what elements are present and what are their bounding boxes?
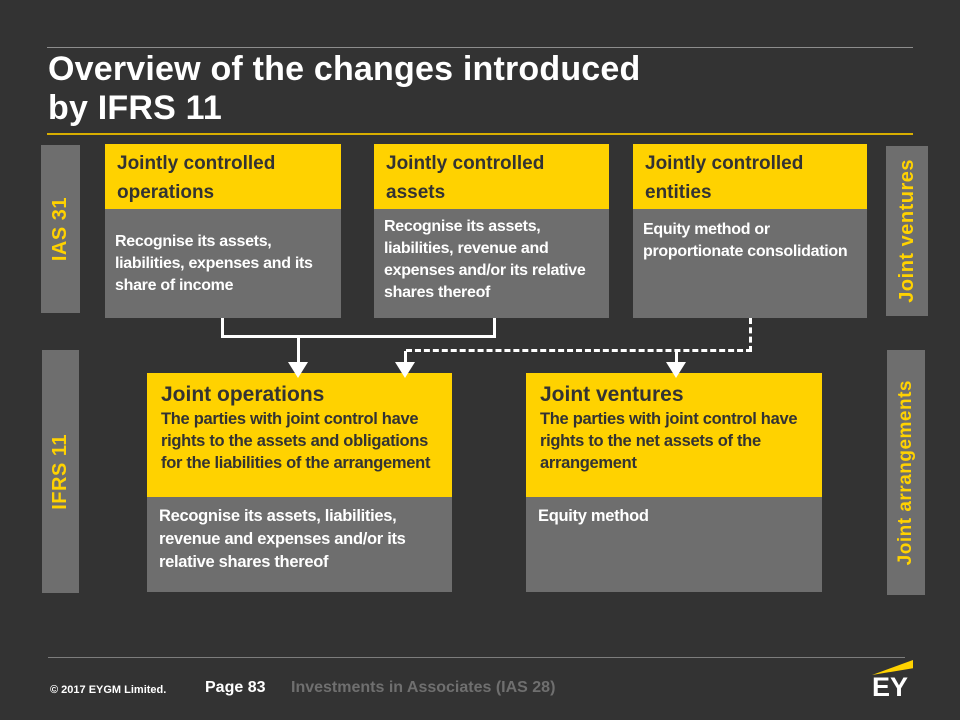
side-label-joint-ventures-text: Joint ventures (895, 159, 918, 303)
box-definition: Joint ventures The parties with joint co… (526, 373, 822, 497)
connector-solid-drop-left (221, 318, 224, 338)
box-title: Joint ventures (540, 383, 684, 406)
title-underline (47, 133, 913, 135)
box-jointly-controlled-assets: Jointly controlled assets Recognise its … (374, 144, 609, 318)
side-label-joint-arrangements: Joint arrangements (887, 350, 925, 595)
side-label-ifrs11: IFRS 11 (42, 350, 79, 593)
connector-solid-horizontal (221, 335, 496, 338)
box-header: Jointly controlled operations (105, 144, 341, 209)
side-label-joint-arrangements-text: Joint arrangements (895, 379, 916, 566)
footer-document-title: Investments in Associates (IAS 28) (291, 679, 556, 696)
box-body: Recognise its assets, liabilities, expen… (105, 209, 341, 318)
box-description: The parties with joint control have righ… (540, 410, 798, 472)
side-label-ias31-text: IAS 31 (49, 196, 71, 262)
connector-solid-drop-right (493, 318, 496, 338)
ey-logo: EY (870, 658, 922, 708)
connector-dashed-drop (749, 318, 752, 352)
footer-page-number: Page 83 (205, 679, 266, 696)
box-description: The parties with joint control have righ… (161, 410, 431, 472)
connector-dashed-arrow-stem-left (404, 351, 407, 364)
connector-solid-arrow-stem (297, 335, 300, 364)
box-body: Recognise its assets, liabilities, reven… (374, 209, 609, 318)
box-body: Recognise its assets, liabilities, reven… (147, 497, 452, 592)
ey-logo-text: EY (872, 672, 909, 702)
side-label-ias31: IAS 31 (41, 145, 80, 313)
header-top-rule (47, 47, 913, 48)
footer-rule (48, 657, 905, 658)
side-label-joint-ventures: Joint ventures (886, 146, 928, 316)
connector-dashed-horizontal (406, 349, 752, 352)
box-title: Joint operations (161, 383, 325, 406)
box-header: Jointly controlled assets (374, 144, 609, 209)
side-label-ifrs11-text: IFRS 11 (49, 433, 71, 510)
arrowhead-down-icon (666, 362, 686, 378)
box-body: Equity method (526, 497, 822, 592)
connector-dashed-arrow-stem-right (675, 351, 678, 364)
box-jointly-controlled-entities: Jointly controlled entities Equity metho… (633, 144, 867, 318)
box-header: Jointly controlled entities (633, 144, 867, 209)
box-joint-ventures: Joint ventures The parties with joint co… (526, 373, 822, 592)
box-body: Equity method or proportionate consolida… (633, 209, 867, 318)
box-definition: Joint operations The parties with joint … (147, 373, 452, 497)
arrowhead-down-icon (288, 362, 308, 378)
arrowhead-down-icon (395, 362, 415, 378)
page-title: Overview of the changes introduced by IF… (48, 50, 918, 128)
page-title-line2: by IFRS 11 (48, 89, 222, 127)
box-jointly-controlled-operations: Jointly controlled operations Recognise … (105, 144, 341, 318)
footer-copyright: © 2017 EYGM Limited. (50, 684, 167, 696)
page-title-line1: Overview of the changes introduced (48, 50, 641, 88)
box-joint-operations: Joint operations The parties with joint … (147, 373, 452, 592)
